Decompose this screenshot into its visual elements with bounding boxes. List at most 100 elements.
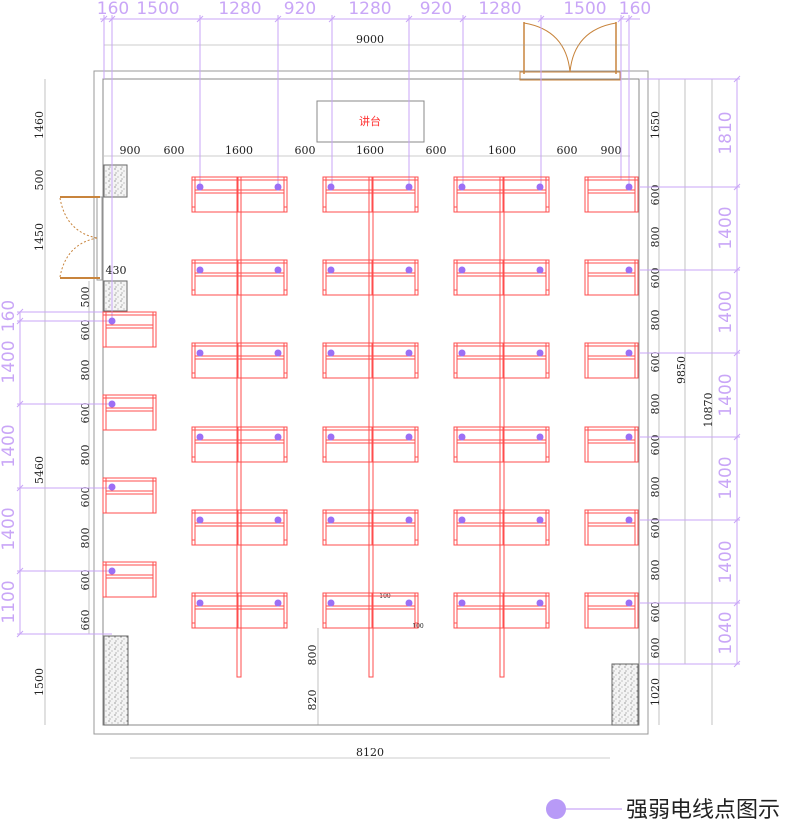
double-desk — [453, 342, 550, 379]
outlet-dot — [536, 516, 544, 524]
dimension-label: 900 — [120, 144, 141, 157]
dimension-label: 820 — [306, 690, 319, 711]
dimension-tick — [733, 266, 741, 274]
dimension-label: 1280 — [348, 0, 391, 19]
dimension-label: 800 — [649, 477, 662, 498]
dimension-label: 1400 — [716, 456, 736, 499]
outlet-dot — [536, 183, 544, 191]
dimension-tick — [733, 75, 741, 83]
double-desk — [322, 259, 419, 296]
double-desk — [191, 342, 288, 379]
dimension-label: 500 — [33, 170, 46, 191]
dimension-label: 1600 — [225, 144, 253, 157]
dimension-label: 1400 — [0, 340, 19, 383]
outlet-dot — [625, 183, 633, 191]
outlet-dot — [536, 266, 544, 274]
outlet-dot — [327, 599, 335, 607]
outlet-dot — [625, 349, 633, 357]
dimension-label: 800 — [649, 310, 662, 331]
outlet-dot — [625, 516, 633, 524]
single-desk — [584, 176, 639, 213]
outlet-dot — [196, 599, 204, 607]
double-desk — [322, 509, 419, 546]
dimension-label: 1500 — [33, 668, 46, 696]
room-walls — [93, 70, 649, 735]
dimension-tick — [16, 400, 24, 408]
outlet-dot — [108, 317, 116, 325]
dimension-label: 600 — [79, 403, 92, 424]
outlet-dot — [458, 433, 466, 441]
dimension-label: 1500 — [136, 0, 179, 19]
outlet-dot — [405, 349, 413, 357]
outlet-dot — [274, 516, 282, 524]
dimension-label: 600 — [164, 144, 185, 157]
single-desk — [584, 592, 639, 629]
dimension-label: 1100 — [0, 580, 19, 623]
outlet-dot — [196, 349, 204, 357]
dimension-label: 600 — [295, 144, 316, 157]
podium: 讲台 — [316, 100, 425, 143]
dimension-label: 1400 — [716, 206, 736, 249]
dimension-label: 900 — [601, 144, 622, 157]
column-pillar — [103, 280, 128, 312]
outlet-dot — [274, 599, 282, 607]
outlet-dot — [536, 599, 544, 607]
outlet-dot — [458, 183, 466, 191]
podium-label: 讲台 — [359, 114, 381, 128]
dimension-label: 800 — [306, 645, 319, 666]
outlet-dot — [405, 516, 413, 524]
outlet-dot — [196, 516, 204, 524]
double-desk — [191, 592, 288, 629]
dimension-tick — [16, 484, 24, 492]
outlet-dot — [327, 349, 335, 357]
dimension-tick — [16, 308, 24, 316]
dimension-label: 160 — [97, 0, 129, 19]
dimension-label: 1450 — [33, 223, 46, 251]
dimension-tick — [733, 433, 741, 441]
dimension-label: 160 — [619, 0, 651, 19]
double-desk — [322, 592, 419, 629]
outlet-dot — [274, 433, 282, 441]
dimension-label: 500 — [79, 287, 92, 308]
single-desk — [102, 394, 157, 431]
single-desk — [584, 509, 639, 546]
dimension-label: 1400 — [0, 424, 19, 467]
dimension-label: 1650 — [649, 111, 662, 139]
outlet-dot — [625, 599, 633, 607]
double-desk — [191, 259, 288, 296]
dimension-label: 1400 — [716, 540, 736, 583]
double-desk — [191, 426, 288, 463]
outlet-dot — [108, 567, 116, 575]
outlet-dot — [536, 349, 544, 357]
dimension-label: 1600 — [488, 144, 516, 157]
double-desk — [322, 426, 419, 463]
dimension-tick — [733, 516, 741, 524]
dimension-label: 600 — [79, 570, 92, 591]
outlet-dot — [458, 516, 466, 524]
door-swing-arc — [523, 22, 617, 73]
single-desk — [584, 342, 639, 379]
dimension-label: 1400 — [716, 290, 736, 333]
dimension-label: 1500 — [563, 0, 606, 19]
legend-label: 强弱电线点图示 — [626, 798, 780, 822]
outlet-legend-icon — [546, 799, 566, 819]
dimension-label: 1020 — [649, 678, 662, 706]
dimension-label: 800 — [649, 560, 662, 581]
double-desk — [453, 592, 550, 629]
outlet-dot — [405, 266, 413, 274]
dimension-label: 600 — [79, 320, 92, 341]
dimension-label: 600 — [649, 435, 662, 456]
dimension-tick — [733, 599, 741, 607]
double-desk — [191, 176, 288, 213]
single-desk — [584, 426, 639, 463]
dimension-label: 600 — [649, 352, 662, 373]
column-pillar — [103, 164, 128, 198]
dimension-tick — [100, 15, 108, 23]
outlet-dot — [196, 266, 204, 274]
outlet-dot — [327, 433, 335, 441]
dimension-label: 9000 — [356, 33, 384, 46]
dimension-label: 600 — [426, 144, 447, 157]
dimension-tick — [16, 567, 24, 575]
dimension-tick — [16, 317, 24, 325]
outlet-dot — [274, 349, 282, 357]
